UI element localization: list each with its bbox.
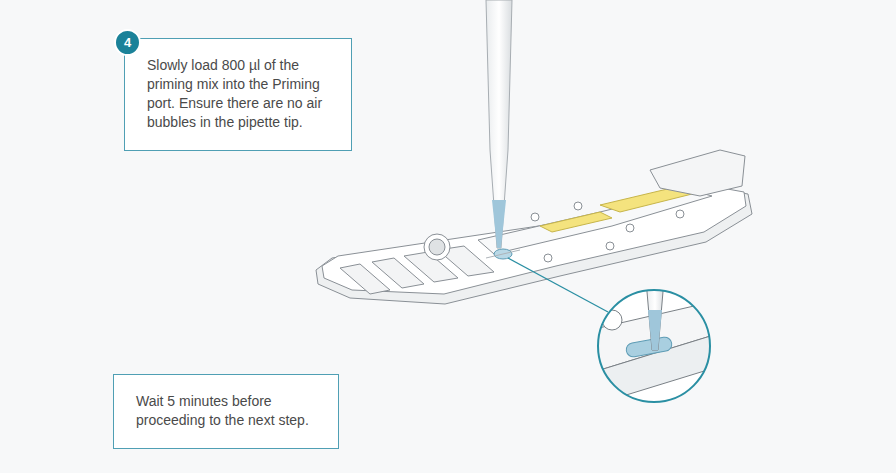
note-box: Wait 5 minutes before proceeding to the … <box>113 374 339 449</box>
zoom-inset <box>590 280 740 402</box>
flow-cell <box>316 150 752 304</box>
instruction-text: Slowly load 800 µl of the priming mix in… <box>147 56 329 132</box>
step-number-badge: 4 <box>114 29 141 56</box>
step-number: 4 <box>124 35 131 50</box>
instruction-text: Wait 5 minutes before proceeding to the … <box>136 392 316 430</box>
leader-line <box>508 258 608 312</box>
instruction-box: Slowly load 800 µl of the priming mix in… <box>124 38 352 151</box>
pipette <box>486 0 512 248</box>
